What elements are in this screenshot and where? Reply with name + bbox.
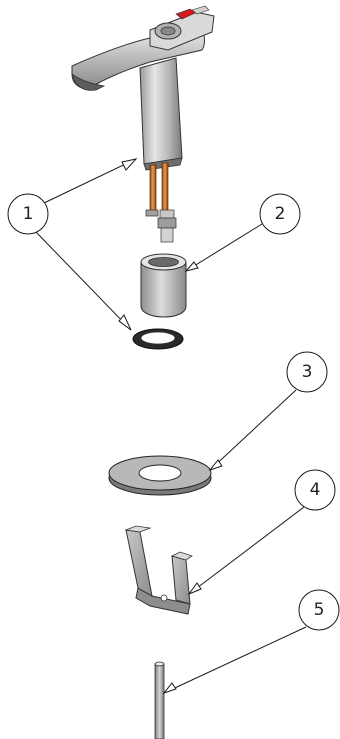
balloon-5: 5 <box>298 589 340 631</box>
balloon-1-label: 1 <box>23 204 34 224</box>
threaded-rod <box>154 661 165 739</box>
balloon-2-label: 2 <box>275 204 286 224</box>
balloon-1: 1 <box>7 193 49 235</box>
o-ring-gasket <box>132 328 184 350</box>
balloon-4-label: 4 <box>310 480 321 500</box>
balloon-3-label: 3 <box>302 362 313 382</box>
washer <box>108 455 212 496</box>
leader-lines <box>34 158 307 694</box>
balloon-2: 2 <box>259 193 301 235</box>
faucet-body <box>71 5 215 171</box>
leader-arrowheads <box>118 158 223 695</box>
balloon-4: 4 <box>294 469 336 511</box>
mounting-bracket <box>124 525 193 615</box>
balloon-5-label: 5 <box>314 600 325 620</box>
mounting-sleeve <box>140 253 187 318</box>
supply-hoses <box>145 162 177 243</box>
balloon-3: 3 <box>286 351 328 393</box>
